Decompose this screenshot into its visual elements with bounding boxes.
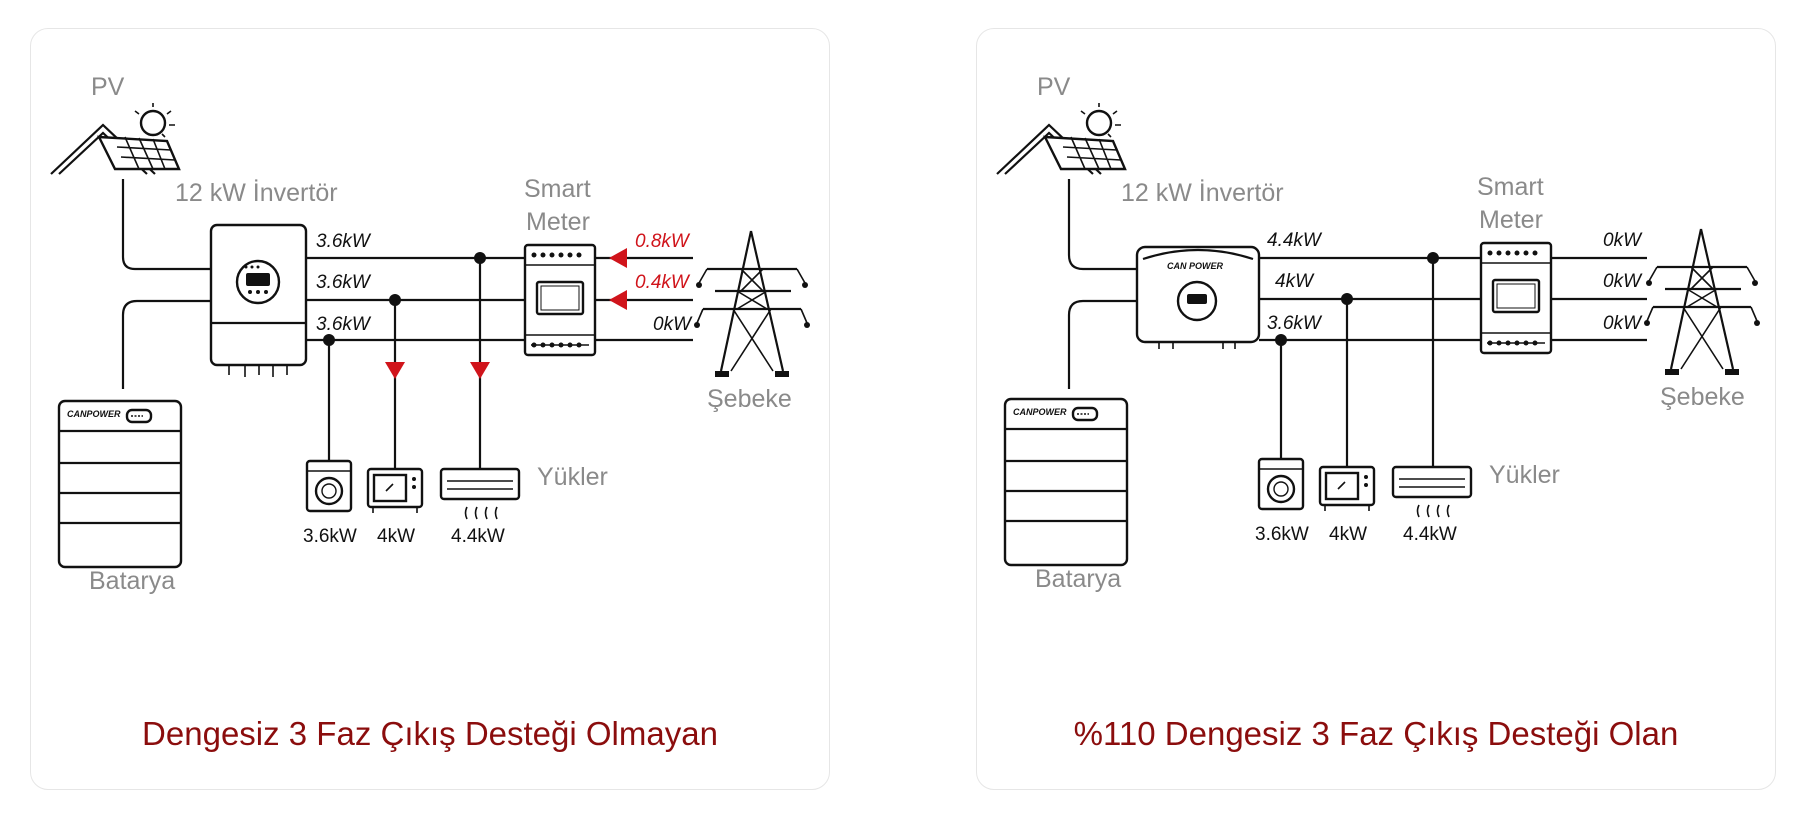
meter-label-line2: Meter [1479, 206, 1543, 234]
caption-left: Dengesiz 3 Faz Çıkış Desteği Olmayan [142, 715, 718, 752]
caption-right: %110 Dengesiz 3 Faz Çıkış Desteği Olan [1073, 715, 1679, 752]
load-2-power: 4kW [377, 526, 415, 547]
phase-1-power: 4.4kW [1267, 230, 1323, 251]
diagram-left: PV 12 kW İnvertör 3.6kW 3.6kW 3.6kW [50, 73, 810, 595]
battery-icon [57, 399, 183, 569]
battery-brand: CANPOWER [1013, 407, 1067, 417]
air-conditioner-icon [439, 467, 521, 520]
loads-label: Yükler [1489, 461, 1560, 489]
load-1-power: 3.6kW [1255, 524, 1309, 545]
grid-1-power: 0kW [1603, 230, 1643, 251]
inverter-icon [209, 223, 308, 377]
import-arrow-down [470, 362, 490, 379]
phase-3-power: 3.6kW [316, 314, 372, 335]
phase-2-power: 4kW [1275, 271, 1315, 292]
diagram-right: PV 12 kW İnvertör CAN POWER 4.4kW 4kW 3.… [996, 73, 1760, 593]
meter-label-line1: Smart [1477, 173, 1544, 201]
battery-label: Batarya [89, 567, 175, 595]
meter-label-line1: Smart [524, 175, 591, 203]
pv-wire [1067, 179, 1137, 271]
grid-import-arrow [609, 290, 627, 310]
inverter-label: 12 kW İnvertör [1121, 178, 1284, 207]
phase-3-power: 3.6kW [1267, 313, 1323, 334]
meter-label-line2: Meter [526, 208, 590, 236]
loads-label: Yükler [537, 463, 608, 491]
battery-label: Batarya [1035, 565, 1121, 593]
battery-wire [121, 299, 211, 389]
diagram-card-left: PV 12 kW İnvertör 3.6kW 3.6kW 3.6kW [30, 28, 830, 790]
load-3-power: 4.4kW [451, 526, 505, 547]
pv-label: PV [1037, 73, 1071, 101]
grid-3-power: 0kW [653, 314, 693, 335]
battery-icon [1003, 397, 1129, 567]
washing-machine-icon [1257, 457, 1305, 511]
phase-1-power: 3.6kW [316, 231, 372, 252]
load-3-power: 4.4kW [1403, 524, 1457, 545]
grid-1-power: 0.8kW [635, 231, 691, 252]
microwave-icon [1318, 465, 1376, 511]
grid-3-power: 0kW [1603, 313, 1643, 334]
grid-label: Şebeke [707, 385, 792, 413]
washing-machine-icon [305, 459, 353, 513]
microwave-icon [366, 467, 424, 513]
smart-meter-icon [1479, 241, 1553, 355]
grid-label: Şebeke [1660, 383, 1745, 411]
grid-import-arrow [609, 248, 627, 268]
inverter-brand: CAN POWER [1167, 261, 1224, 271]
phase-2-power: 3.6kW [316, 272, 372, 293]
diagram-card-right: PV 12 kW İnvertör CAN POWER 4.4kW 4kW 3.… [976, 28, 1776, 790]
inverter-icon [1135, 245, 1261, 349]
air-conditioner-icon [1391, 465, 1473, 518]
inverter-label: 12 kW İnvertör [175, 178, 338, 207]
battery-wire [1067, 299, 1137, 389]
solar-panel-roof-icon [996, 103, 1127, 175]
pv-label: PV [91, 73, 125, 101]
smart-meter-icon [523, 243, 597, 357]
grid-2-power: 0.4kW [635, 272, 691, 293]
import-arrow-down [385, 362, 405, 379]
power-tower-icon [694, 230, 810, 377]
load-1-power: 3.6kW [303, 526, 357, 547]
grid-2-power: 0kW [1603, 271, 1643, 292]
battery-brand: CANPOWER [67, 409, 121, 419]
pv-wire [121, 179, 211, 271]
power-tower-icon [1644, 228, 1760, 375]
load-2-power: 4kW [1329, 524, 1367, 545]
solar-panel-roof-icon [50, 103, 181, 175]
